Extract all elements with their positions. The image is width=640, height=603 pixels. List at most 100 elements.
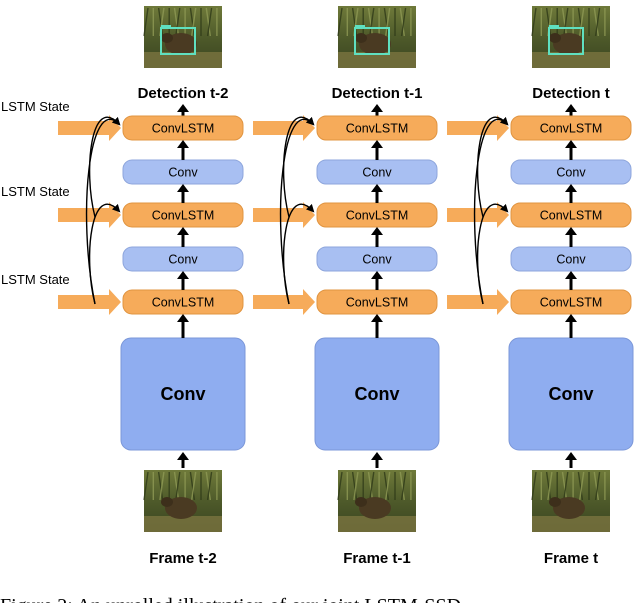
- bear-head: [549, 497, 561, 507]
- convlstm-label: ConvLSTM: [152, 296, 215, 310]
- column-2: Detection tConvLSTMConvConvLSTMConvConvL…: [447, 6, 634, 567]
- state-arrow: [253, 202, 315, 228]
- foliage-streak: [399, 7, 405, 37]
- conv-label: Conv: [362, 253, 392, 267]
- flow-arrow-head: [371, 271, 383, 279]
- bear-body: [359, 33, 391, 55]
- foliage-streak: [561, 471, 568, 501]
- flow-arrow-head: [565, 104, 577, 112]
- foliage-streak: [367, 471, 374, 501]
- foliage-streak: [594, 471, 601, 501]
- backbone-conv-label: Conv: [355, 384, 400, 404]
- frame-image: [337, 470, 416, 532]
- flow-arrow-head: [565, 184, 577, 192]
- backbone-conv-label: Conv: [549, 384, 594, 404]
- frame-label: Frame t: [544, 550, 598, 567]
- frame-label: Frame t-2: [149, 550, 217, 567]
- foliage-streak: [173, 471, 180, 501]
- foliage-streak: [191, 7, 197, 37]
- flow-arrow-head: [565, 140, 577, 148]
- foliage-streak: [205, 471, 211, 501]
- conv-label: Conv: [168, 253, 198, 267]
- flow-arrow-head: [371, 227, 383, 235]
- recurrent-state-arrow: [476, 116, 509, 218]
- bear-head: [549, 33, 561, 43]
- detection-image: [143, 6, 222, 68]
- lstm-state-label: LSTM State: [1, 272, 70, 287]
- flow-arrow-head: [177, 227, 189, 235]
- detection-label: Detection t-1: [332, 85, 423, 102]
- foliage-streak: [369, 471, 375, 501]
- foliage-streak: [383, 7, 390, 37]
- conv-label: Conv: [362, 166, 392, 180]
- state-arrow: [58, 202, 121, 228]
- foliage-streak: [206, 471, 213, 501]
- photo-ground: [144, 516, 222, 532]
- foliage-streak: [159, 471, 165, 501]
- foliage-streak: [337, 7, 343, 37]
- recurrent-state-arrow: [88, 116, 121, 218]
- bear-head: [161, 33, 173, 43]
- bear-head: [161, 497, 173, 507]
- foliage-streak: [337, 471, 343, 501]
- foliage-streak: [385, 471, 391, 501]
- foliage-streak: [175, 471, 181, 501]
- conv-label: Conv: [168, 166, 198, 180]
- backbone-conv-label: Conv: [161, 384, 206, 404]
- foliage-streak: [353, 471, 359, 501]
- foliage-streak: [143, 7, 149, 37]
- figure-caption: Figure 2: An unrolled illustration of ou…: [0, 595, 461, 603]
- flow-arrow-head: [371, 184, 383, 192]
- state-arrow: [253, 289, 315, 315]
- recurrent-state-arrow: [88, 203, 121, 305]
- flow-arrow-head: [177, 452, 189, 460]
- network-columns: Detection t-2ConvLSTMConvConvLSTMConvCon…: [58, 6, 634, 567]
- state-arrow: [447, 202, 509, 228]
- detection-box-tag: [161, 25, 171, 28]
- convlstm-label: ConvLSTM: [540, 122, 603, 136]
- flow-arrow-head: [371, 452, 383, 460]
- flow-arrow-head: [565, 271, 577, 279]
- bear-body: [165, 33, 197, 55]
- flow-arrow-head: [371, 104, 383, 112]
- convlstm-label: ConvLSTM: [540, 296, 603, 310]
- bear-body: [165, 497, 197, 519]
- foliage-streak: [189, 471, 196, 501]
- foliage-streak: [157, 471, 164, 501]
- photo-ground: [532, 52, 610, 68]
- photo-ground: [144, 52, 222, 68]
- detection-box: [548, 27, 584, 55]
- conv-label: Conv: [556, 166, 586, 180]
- flow-arrow-head: [177, 314, 189, 322]
- foliage-streak: [545, 471, 552, 501]
- flow-arrow-head: [371, 140, 383, 148]
- detection-box-tag: [355, 25, 365, 28]
- foliage-streak: [531, 471, 537, 501]
- foliage-streak: [577, 7, 584, 37]
- flow-arrow-head: [565, 314, 577, 322]
- flow-arrow-head: [177, 140, 189, 148]
- foliage-streak: [399, 471, 405, 501]
- foliage-streak: [205, 7, 211, 37]
- column-1: Detection t-1ConvLSTMConvConvLSTMConvCon…: [253, 6, 440, 567]
- frame-image: [143, 470, 222, 532]
- flow-arrow-head: [177, 104, 189, 112]
- foliage-streak: [367, 7, 374, 37]
- flow-arrow-head: [177, 271, 189, 279]
- bear-body: [553, 33, 585, 55]
- foliage-streak: [351, 471, 358, 501]
- foliage-streak: [547, 471, 553, 501]
- detection-image: [531, 6, 610, 68]
- flow-arrow-head: [565, 452, 577, 460]
- detection-label: Detection t-2: [138, 85, 229, 102]
- bear-head: [355, 497, 367, 507]
- convlstm-label: ConvLSTM: [540, 209, 603, 223]
- foliage-streak: [563, 7, 569, 37]
- foliage-streak: [143, 471, 149, 501]
- detection-box-tag: [549, 25, 559, 28]
- foliage-streak: [206, 7, 213, 37]
- bear-head: [355, 33, 367, 43]
- convlstm-label: ConvLSTM: [346, 296, 409, 310]
